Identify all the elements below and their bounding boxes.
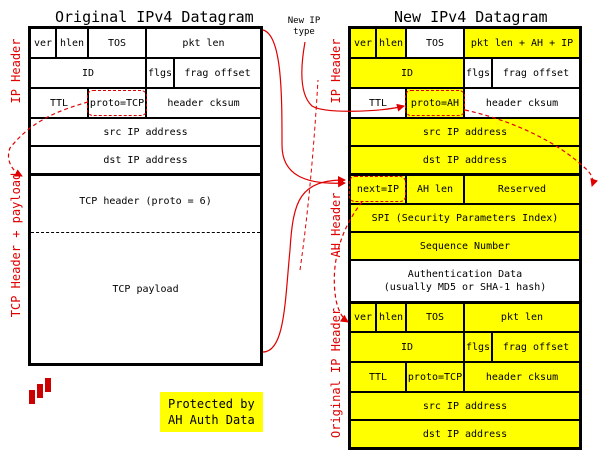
left-flgs: flgs bbox=[146, 58, 174, 88]
right-label-ah-header: AH Header bbox=[329, 192, 343, 258]
left-tcp-header: TCP header (proto = 6) bbox=[79, 196, 212, 207]
orig-ip-tos: TOS bbox=[406, 302, 464, 332]
left-title: Original IPv4 Datagram bbox=[55, 8, 254, 26]
orig-ip-flgs: flgs bbox=[464, 332, 492, 362]
right-outline bbox=[348, 26, 582, 450]
left-proto: proto=TCP bbox=[88, 88, 146, 118]
left-label-ip-header: IP Header bbox=[9, 38, 23, 104]
new-ip-frag-offset: frag offset bbox=[492, 58, 580, 88]
new-ip-type-line1: New IP bbox=[287, 16, 321, 26]
orig-ip-id: ID bbox=[350, 332, 464, 362]
left-proto-highlight bbox=[87, 90, 147, 116]
new-ip-type-note: New IP type bbox=[282, 16, 326, 38]
right-label-orig-ip: Original IP Header bbox=[329, 307, 343, 438]
left-header-cksum: header cksum bbox=[146, 88, 261, 118]
orig-ip-header-cksum: header cksum bbox=[464, 362, 580, 392]
orig-ip-proto: proto=TCP bbox=[406, 362, 464, 392]
left-tos: TOS bbox=[88, 28, 146, 58]
left-outline bbox=[28, 26, 263, 366]
left-frag-offset: frag offset bbox=[174, 58, 261, 88]
left-hlen: hlen bbox=[56, 28, 88, 58]
logo-icon bbox=[28, 378, 54, 406]
ah-auth-data: Authentication Data (usually MD5 or SHA-… bbox=[350, 260, 580, 302]
new-ip-pkt-len: pkt len + AH + IP bbox=[464, 28, 580, 58]
tcp-divider bbox=[31, 232, 260, 233]
new-ip-proto: proto=AH bbox=[406, 88, 464, 118]
left-tcp-payload: TCP payload bbox=[112, 284, 179, 295]
new-ip-type-line2: type bbox=[293, 27, 315, 37]
orig-ip-hlen: hlen bbox=[376, 302, 406, 332]
orig-ip-ttl: TTL bbox=[350, 362, 406, 392]
new-proto-highlight bbox=[405, 90, 465, 116]
legend-line2: AH Auth Data bbox=[168, 413, 255, 427]
ah-auth-line2: (usually MD5 or SHA-1 hash) bbox=[383, 282, 547, 293]
orig-ip-dst: dst IP address bbox=[350, 420, 580, 448]
legend-protected: Protected by AH Auth Data bbox=[160, 392, 263, 432]
ah-next: next=IP bbox=[350, 174, 406, 204]
ah-sequence-number: Sequence Number bbox=[350, 232, 580, 260]
orig-ip-pkt-len: pkt len bbox=[464, 302, 580, 332]
new-ip-flgs: flgs bbox=[464, 58, 492, 88]
ah-spi: SPI (Security Parameters Index) bbox=[350, 204, 580, 232]
right-label-ip-header: IP Header bbox=[329, 38, 343, 104]
arrow-dashed-mid bbox=[299, 79, 319, 271]
left-ver: ver bbox=[30, 28, 56, 58]
ah-len: AH len bbox=[406, 174, 464, 204]
legend-line1: Protected by bbox=[168, 397, 255, 411]
orig-ip-src: src IP address bbox=[350, 392, 580, 420]
ah-auth-line1: Authentication Data bbox=[407, 269, 523, 280]
left-id: ID bbox=[30, 58, 146, 88]
left-label-tcp: TCP Header + payload bbox=[9, 172, 23, 318]
orig-ip-frag-offset: frag offset bbox=[492, 332, 580, 362]
next-ip-highlight bbox=[349, 176, 406, 202]
left-tcp-block: TCP header (proto = 6) TCP payload bbox=[30, 174, 261, 364]
new-ip-tos: TOS bbox=[406, 28, 464, 58]
right-title: New IPv4 Datagram bbox=[394, 8, 548, 26]
left-pkt-len: pkt len bbox=[146, 28, 261, 58]
